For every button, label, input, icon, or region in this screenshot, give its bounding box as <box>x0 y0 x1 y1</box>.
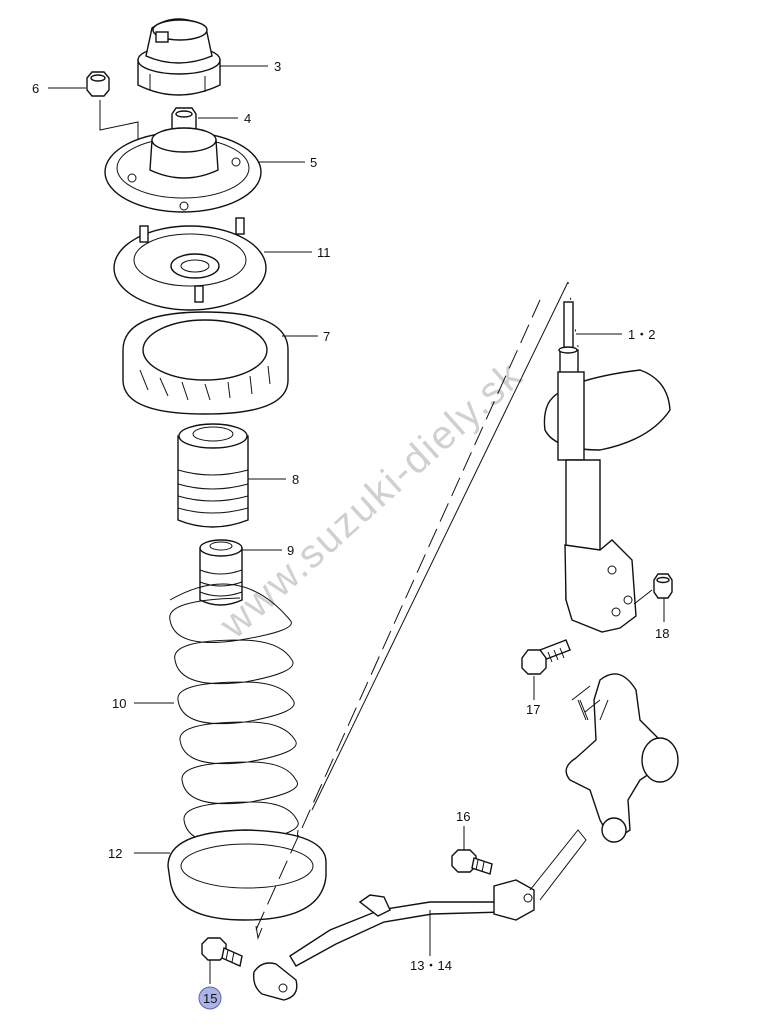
part-1-2-strut-assembly[interactable] <box>543 301 671 633</box>
callout-labels: 3 6 4 5 11 7 1・2 8 9 18 17 10 16 12 13・1… <box>32 59 669 1010</box>
callout-13-14[interactable]: 13・14 <box>410 958 452 973</box>
part-6-nut[interactable] <box>86 71 139 140</box>
part-3-strut-mount-cap[interactable] <box>137 18 221 96</box>
part-13-14-lateral-rod[interactable] <box>252 829 587 1001</box>
assembly-guide-lines <box>255 281 601 940</box>
knuckle-hub[interactable] <box>565 673 679 844</box>
part-11-spring-upper-seat[interactable] <box>113 217 267 311</box>
callout-16[interactable]: 16 <box>456 809 470 824</box>
leader-lines <box>48 65 665 984</box>
part-12-spring-lower-seat[interactable] <box>167 829 327 921</box>
callout-11[interactable]: 11 <box>317 245 331 260</box>
part-15-bolt[interactable] <box>201 937 243 967</box>
callout-15[interactable]: 15 <box>203 991 217 1006</box>
callout-8[interactable]: 8 <box>292 472 299 487</box>
part-16-bolt[interactable] <box>451 849 493 875</box>
callout-17[interactable]: 17 <box>526 702 540 717</box>
callout-5[interactable]: 5 <box>310 155 317 170</box>
callout-3[interactable]: 3 <box>274 59 281 74</box>
callout-4[interactable]: 4 <box>244 111 251 126</box>
callout-12[interactable]: 12 <box>108 846 122 861</box>
part-9-bump-stopper[interactable] <box>199 539 243 606</box>
callout-6[interactable]: 6 <box>32 81 39 96</box>
callout-7[interactable]: 7 <box>323 329 330 344</box>
part-8-dust-boot[interactable] <box>177 423 249 528</box>
part-5-upper-mount-plate[interactable] <box>104 127 262 213</box>
callout-18[interactable]: 18 <box>655 626 669 641</box>
part-18-nut[interactable] <box>633 573 673 605</box>
callout-1-2[interactable]: 1・2 <box>628 327 655 342</box>
callout-9[interactable]: 9 <box>287 543 294 558</box>
part-7-spring-seat-rubber[interactable] <box>122 311 289 415</box>
callout-15-highlight[interactable] <box>198 986 222 1010</box>
callout-10[interactable]: 10 <box>112 696 126 711</box>
part-17-bolt[interactable] <box>521 639 571 675</box>
